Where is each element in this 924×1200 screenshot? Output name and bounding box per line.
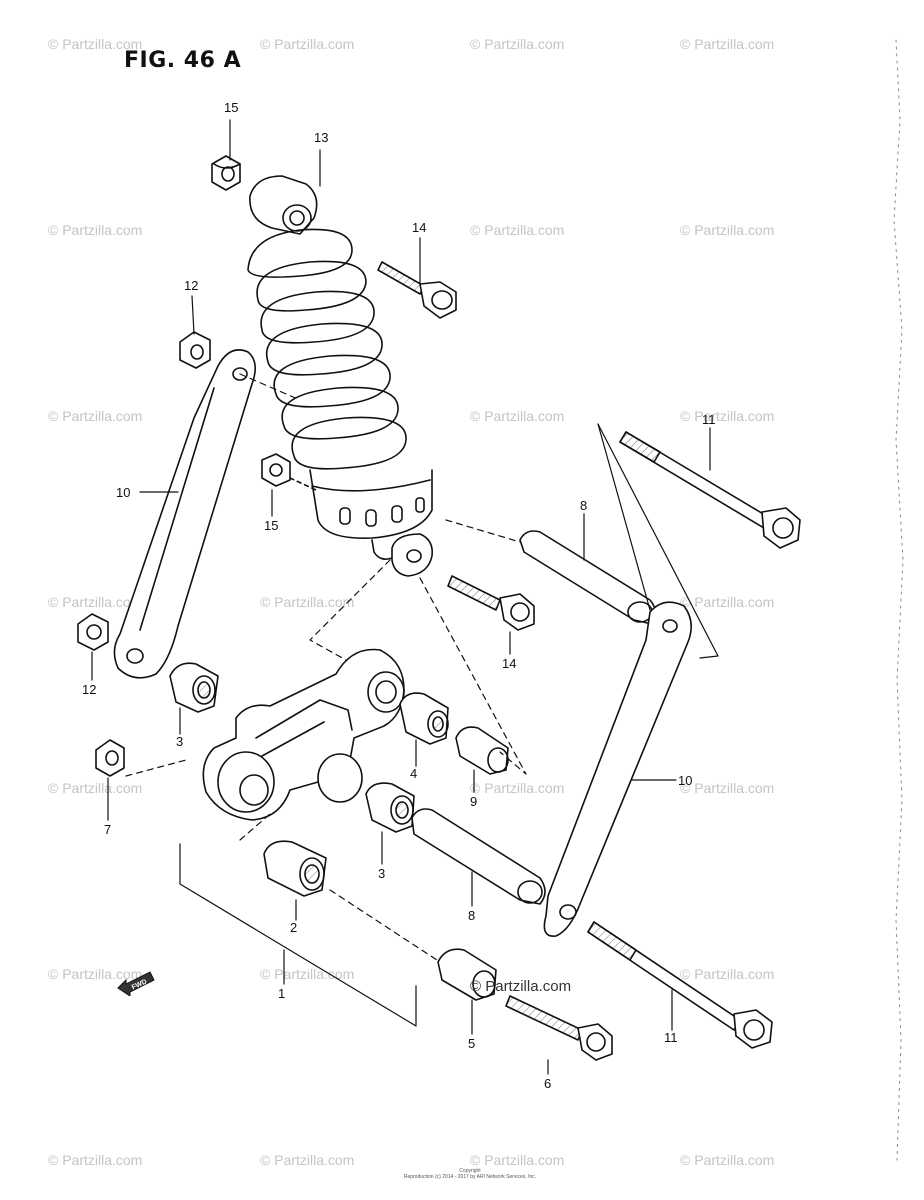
watermark: © Partzilla.com [680, 780, 775, 796]
bolt-11-upper [619, 431, 801, 549]
callout-2: 2 [290, 920, 297, 935]
watermark: © Partzilla.com [48, 36, 143, 52]
tie-rod-10-left [113, 349, 256, 679]
bearing-3-lower [365, 782, 415, 833]
tie-rod-10-right [543, 601, 692, 937]
watermark: © Partzilla.com [470, 780, 565, 796]
watermark: © Partzilla.com [48, 780, 143, 796]
nut-15-top [211, 155, 241, 191]
copyright-notice: Copyright Reproduction (c) 2014 - 2017 b… [400, 1168, 540, 1180]
watermark: © Partzilla.com [48, 966, 143, 982]
callout-13: 13 [314, 130, 328, 145]
watermark: © Partzilla.com [680, 36, 775, 52]
callout-5: 5 [468, 1036, 475, 1051]
watermark: © Partzilla.com [470, 1152, 565, 1168]
watermark-center: © Partzilla.com [470, 978, 572, 995]
callout-6: 6 [544, 1076, 551, 1091]
nut-12-lower [77, 613, 109, 651]
bolt-11-lower [587, 921, 773, 1049]
callout-15: 15 [224, 100, 238, 115]
spacer-9 [455, 726, 509, 775]
watermark: © Partzilla.com [260, 594, 355, 610]
callout-10: 10 [116, 485, 130, 500]
shock-absorber-13 [247, 175, 434, 577]
callout-7: 7 [104, 822, 111, 837]
bolt-14-upper [377, 261, 457, 319]
callout-8: 8 [468, 908, 475, 923]
watermark: © Partzilla.com [680, 1152, 775, 1168]
leader-lines [91, 119, 719, 1075]
watermark: © Partzilla.com [260, 36, 355, 52]
watermark: © Partzilla.com [470, 408, 565, 424]
collar-8-upper [519, 530, 657, 625]
bearing-2 [263, 840, 327, 897]
callout-14: 14 [412, 220, 426, 235]
callout-1: 1 [278, 986, 285, 1001]
bolt-6 [505, 995, 613, 1061]
callout-12: 12 [184, 278, 198, 293]
watermark: © Partzilla.com [260, 1152, 355, 1168]
callout-9: 9 [470, 794, 477, 809]
watermark: © Partzilla.com [48, 408, 143, 424]
callout-3: 3 [378, 866, 385, 881]
callout-15: 15 [264, 518, 278, 533]
nut-7 [95, 739, 125, 777]
nut-15-lower [261, 453, 317, 491]
copyright-line: Copyright [459, 1168, 481, 1174]
callout-14: 14 [502, 656, 516, 671]
watermark: © Partzilla.com [680, 408, 775, 424]
copyright-line: Reproduction (c) 2014 - 2017 by ARI Netw… [403, 1174, 537, 1180]
cushion-lever-1 [202, 648, 405, 821]
watermark: © Partzilla.com [470, 222, 565, 238]
bearing-4 [399, 692, 449, 745]
paper-edge [893, 39, 904, 1161]
bolt-14-lower [447, 575, 535, 631]
callout-10: 10 [678, 773, 692, 788]
watermark: © Partzilla.com [48, 222, 143, 238]
figure-title: FIG. 46 A [124, 48, 242, 73]
watermark: © Partzilla.com [680, 222, 775, 238]
callout-11: 11 [664, 1030, 678, 1045]
nut-12-top [179, 331, 211, 369]
collar-8-lower [411, 808, 546, 905]
watermark: © Partzilla.com [48, 1152, 143, 1168]
callout-8: 8 [580, 498, 587, 513]
callout-3: 3 [176, 734, 183, 749]
bearing-3-upper [169, 662, 219, 713]
watermark: © Partzilla.com [470, 36, 565, 52]
watermark: © Partzilla.com [48, 594, 143, 610]
forward-arrow-icon: FWD [116, 968, 156, 1001]
watermark: © Partzilla.com [680, 966, 775, 982]
callout-4: 4 [410, 766, 417, 781]
spacer-5 [437, 948, 497, 1001]
watermark: © Partzilla.com [680, 594, 775, 610]
callout-11: 11 [702, 412, 716, 427]
callout-12: 12 [82, 682, 96, 697]
